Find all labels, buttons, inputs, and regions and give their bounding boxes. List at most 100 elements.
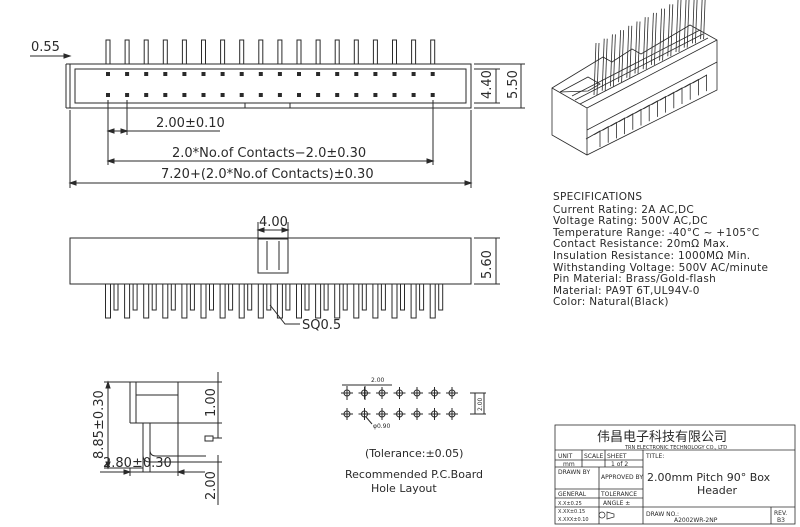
tol-2: X.XX±0.15: [558, 509, 585, 515]
top-contact: [239, 72, 244, 76]
pin-size-label: SQ0.5: [302, 318, 341, 333]
top-contact: [430, 93, 435, 97]
top-contact: [335, 72, 340, 76]
iso-pin: [621, 30, 624, 83]
iso-pin: [667, 4, 671, 57]
iso-pin: [594, 126, 609, 143]
iso-pin: [662, 8, 665, 61]
spec-line: Contact Resistance: 20mΩ Max.: [553, 238, 730, 251]
front-pin: [219, 283, 226, 319]
iso-pin: [692, 74, 707, 92]
company-en: TRN ELECTRONIC TECHNOLOGY CO., LTD: [624, 445, 727, 451]
front-pin: [276, 283, 283, 319]
dim-side-width-label: 2.80±0.30: [103, 456, 172, 471]
iso-pin: [678, 0, 682, 53]
tol-3: X.XXX±0.10: [558, 517, 589, 523]
iso-pin: [675, 0, 679, 53]
dim-h1-label: 4.40: [480, 70, 495, 99]
draw-no-label: DRAW NO.:: [646, 511, 679, 518]
top-pin: [124, 39, 130, 65]
title-line1: 2.00mm Pitch 90° Box: [647, 471, 771, 484]
front-pin: [296, 283, 302, 319]
angle-label: ANGLE ±: [603, 500, 630, 507]
top-contact: [258, 93, 263, 97]
top-pin: [239, 39, 245, 65]
iso-pin: [618, 113, 634, 130]
top-contact: [335, 93, 340, 97]
unit-label: UNIT: [558, 453, 573, 460]
tol-1: X.X±0.25: [558, 501, 582, 507]
iso-pin: [626, 108, 642, 126]
rev-label: REV.: [774, 510, 787, 517]
front-pin: [124, 283, 131, 319]
top-contact: [277, 93, 282, 97]
dim-contacts-label: 2.0*No.of Contacts−2.0±0.30: [172, 146, 366, 161]
iso-pin: [703, 0, 706, 40]
company-cn: 伟昌电子科技有限公司: [597, 430, 727, 445]
title-line2: Header: [697, 484, 738, 497]
iso-pin: [601, 38, 605, 91]
top-contact: [411, 72, 416, 76]
iso-pin: [613, 34, 616, 87]
iso-pin: [593, 42, 597, 96]
top-contact: [163, 93, 168, 97]
iso-pin: [610, 34, 613, 87]
iso-pin: [585, 130, 601, 147]
front-pin: [342, 283, 348, 311]
drawn-by-label: DRAWN BY: [558, 469, 590, 476]
spec-line: Pin Material: Brass/Gold-flash: [553, 273, 717, 286]
front-pin: [285, 283, 291, 311]
front-pin: [238, 283, 245, 319]
dim-total-label: 7.20+(2.0*No.of Contacts)±0.30: [161, 167, 374, 182]
spec-line: Insulation Resistance: 1000MΩ Min.: [553, 249, 751, 262]
specifications-panel: SPECIFICATIONS Current Rating: 2A AC,DC …: [553, 191, 769, 309]
top-contact: [201, 72, 206, 76]
front-pin: [200, 283, 207, 319]
iso-pin: [645, 17, 649, 70]
top-contact: [297, 93, 301, 97]
top-contact: [392, 72, 397, 76]
top-contact: [125, 93, 130, 97]
pcb-tolerance-label: (Tolerance:±0.05): [365, 447, 463, 460]
top-contact: [430, 72, 435, 76]
iso-pin: [659, 8, 662, 61]
iso-pin: [659, 91, 675, 109]
top-pin: [162, 39, 168, 65]
front-pin: [315, 283, 322, 319]
front-pin: [391, 283, 398, 319]
spec-line: Withstanding Voltage: 500V AC/minute: [553, 261, 769, 274]
front-pin: [105, 283, 111, 319]
tolerance-label: TOLERANCE: [600, 491, 637, 498]
top-pin: [334, 39, 340, 65]
approved-by-label: APPROVED BY: [601, 474, 643, 481]
front-pin: [429, 283, 436, 319]
iso-pin: [654, 12, 657, 65]
top-pin: [105, 39, 111, 65]
title-label: TITLE:: [645, 453, 664, 460]
iso-pin: [596, 42, 600, 96]
dim-front-height-label: 5.60: [480, 250, 495, 279]
iso-pin: [700, 0, 703, 40]
top-contact: [125, 72, 130, 76]
front-pin: [372, 283, 379, 319]
iso-pin: [683, 0, 687, 48]
front-pin: [151, 283, 157, 311]
title-block: [554, 424, 796, 525]
pcb-pitch-label: 2.00: [371, 377, 385, 384]
iso-pin: [610, 117, 625, 135]
top-contact: [411, 93, 416, 97]
top-pin: [296, 39, 302, 65]
spec-line: Temperature Range: -40°C ~ +105°C: [553, 226, 760, 239]
iso-pin: [667, 87, 683, 104]
top-contact: [239, 93, 244, 97]
top-pin: [181, 39, 187, 65]
top-contact: [144, 93, 149, 97]
front-pin: [143, 283, 150, 319]
iso-pin: [695, 0, 698, 44]
iso-pin: [684, 78, 699, 96]
front-pin: [438, 283, 444, 311]
iso-pin: [686, 0, 690, 48]
isometric-view: [551, 0, 718, 156]
spec-line: Material: PA9T 6T,UL94V-0: [553, 284, 700, 297]
